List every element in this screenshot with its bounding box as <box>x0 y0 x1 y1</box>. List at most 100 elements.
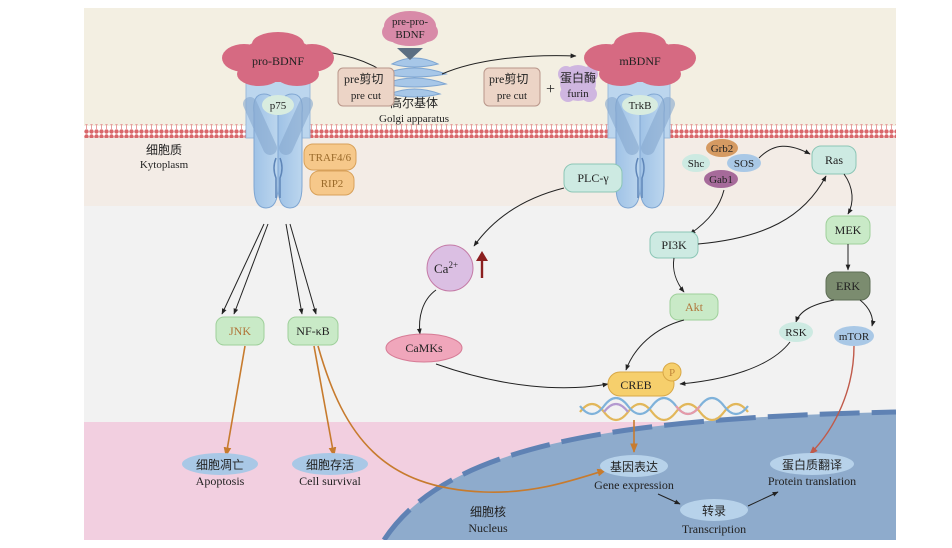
arrow-gab1-to-pi3k <box>689 189 725 235</box>
svg-text:pre cut: pre cut <box>351 90 381 102</box>
akt-node <box>669 293 719 321</box>
pre-cut-left-box: pre剪切 pre cut <box>337 67 395 107</box>
mek-label: MEK <box>835 223 862 237</box>
p75-label: p75 <box>270 100 287 112</box>
grb2-node <box>706 139 738 157</box>
nuclear-envelope <box>381 409 896 540</box>
gene-expression-ellipse <box>600 455 668 477</box>
arrow-golgi-to-mbdnf <box>441 53 577 75</box>
arrow-rsk-to-creb <box>679 341 791 386</box>
arrow-p75-to-jnk-2 <box>233 223 269 315</box>
nucleus-label-cn: 细胞核 <box>470 505 506 519</box>
rip2-label: RIP2 <box>321 178 344 190</box>
calcium-node <box>426 244 474 292</box>
pro-bdnf-label: pro-BDNF <box>252 54 304 68</box>
jnk-label: JNK <box>229 324 251 338</box>
survival-ellipse <box>292 453 368 475</box>
inner-cytoplasm-region <box>84 206 896 422</box>
gene-expression-label-en: Gene expression <box>594 478 674 492</box>
akt-label: Akt <box>685 300 704 314</box>
survival-label-en: Cell survival <box>299 474 361 488</box>
golgi-apparatus-icon <box>382 57 448 98</box>
arrow-transcription-to-protein-translation <box>747 491 779 507</box>
furin-label-en: furin <box>567 88 589 100</box>
furin-label-cn: 蛋白酶 <box>560 70 596 85</box>
erk-node <box>825 271 871 301</box>
arrow-nfkb-to-gene-expression <box>317 345 607 493</box>
transcription-ellipse <box>680 499 748 521</box>
arrow-camks-to-creb <box>435 363 609 389</box>
transcription-label-en: Transcription <box>682 522 746 536</box>
survival-label-cn: 细胞存活 <box>306 458 354 472</box>
pre-pro-bdnf-label-1: pre-pro- <box>392 16 428 28</box>
plcg-node <box>563 163 623 193</box>
erk-label: ERK <box>836 279 860 293</box>
arrow-mtor-to-protein-translation <box>809 345 855 455</box>
apoptosis-ellipse <box>182 453 258 475</box>
svg-text:pre cut: pre cut <box>497 90 527 102</box>
cytoplasm-label-cn: 细胞质 <box>146 143 182 157</box>
cytoplasm-label-en: Kytoplasm <box>140 159 189 171</box>
rip2-node <box>309 170 355 196</box>
arrow-gene-expression-to-transcription <box>657 493 681 505</box>
mtor-node <box>834 326 874 346</box>
arrow-akt-to-creb <box>625 319 685 371</box>
shc-node <box>682 154 710 172</box>
arrow-plcg-to-ca <box>473 187 565 247</box>
arrow-nfkb-to-survival <box>313 345 337 457</box>
bdnf-signaling-diagram: pre-pro- BDNF 高尔基体 Golgi apparatus pre剪切… <box>84 8 896 540</box>
apoptosis-label-en: Apoptosis <box>196 474 245 488</box>
grb2-label: Grb2 <box>711 143 734 155</box>
svg-text:pre剪切: pre剪切 <box>489 71 528 86</box>
nfkb-label: NF-κB <box>296 324 329 338</box>
dna-helix-icon <box>579 396 749 422</box>
arrow-erk-to-mtor <box>859 299 876 327</box>
arrow-ras-to-mek <box>843 173 853 215</box>
rsk-label: RSK <box>785 327 806 339</box>
arrow-p75-to-nfkb-2 <box>289 223 317 315</box>
camks-label: CaMKs <box>405 341 443 355</box>
trkb-label-bubble <box>622 95 658 115</box>
mtor-label: mTOR <box>839 331 870 343</box>
plus-sign: + <box>546 81 555 98</box>
golgi-label-cn: 高尔基体 <box>390 95 438 110</box>
golgi-input-triangle <box>397 48 423 60</box>
creb-node <box>607 371 675 397</box>
shc-label: Shc <box>688 158 705 170</box>
arrow-sos-to-ras <box>758 145 811 159</box>
pro-bdnf-cloud <box>222 32 334 86</box>
nfkb-node <box>287 316 339 346</box>
arrow-ca-to-camks <box>416 289 437 335</box>
furin-enzyme <box>558 65 598 102</box>
extracellular-region <box>84 8 896 126</box>
protein-translation-label-cn: 蛋白质翻译 <box>782 457 842 472</box>
trkb-receptor <box>605 77 675 209</box>
calcium-label: Ca2+ <box>434 260 458 276</box>
jnk-node <box>215 316 265 346</box>
creb-label: CREB <box>620 378 651 392</box>
transcription-label-cn: 转录 <box>702 503 726 518</box>
increase-arrow-icon <box>476 251 488 278</box>
nucleus-label-en: Nucleus <box>468 521 508 535</box>
pre-pro-bdnf-label-2: BDNF <box>395 29 424 41</box>
golgi-label-en: Golgi apparatus <box>379 113 449 125</box>
arrow-pi3k-to-ras <box>697 175 827 245</box>
pre-cut-right-box: pre剪切 pre cut <box>483 67 541 107</box>
sos-node <box>727 154 761 172</box>
diagram-canvas: pre-pro- BDNF 高尔基体 Golgi apparatus pre剪切… <box>84 8 896 540</box>
svg-text:pre剪切: pre剪切 <box>344 71 383 86</box>
ras-label: Ras <box>825 153 843 167</box>
cell-membrane <box>84 124 896 138</box>
arrow-p75-to-nfkb-1 <box>285 223 304 315</box>
protein-translation-label-en: Protein translation <box>768 474 856 488</box>
trkb-label: TrkB <box>629 100 652 112</box>
traf-node <box>303 143 357 171</box>
camks-cloud <box>385 333 463 363</box>
cytoplasm-region <box>84 136 896 206</box>
gab1-label: Gab1 <box>709 174 733 186</box>
plcg-label: PLC-γ <box>577 171 609 185</box>
phospho-label: P <box>669 367 675 379</box>
ras-node <box>811 145 857 175</box>
pi3k-label: PI3K <box>661 238 687 252</box>
gab1-node <box>704 170 738 188</box>
